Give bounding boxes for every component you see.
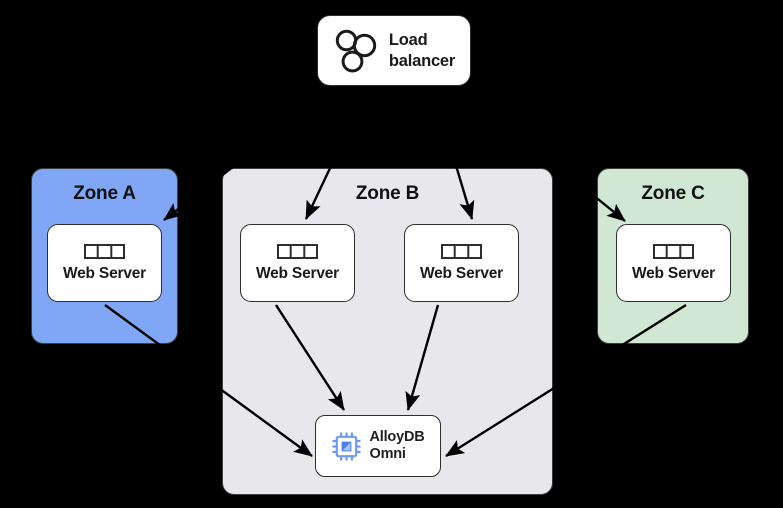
cpu-chip-icon xyxy=(332,432,360,460)
alloydb-omni-label-line2: Omni xyxy=(369,446,406,462)
load-balancer-label: Load balancer xyxy=(389,30,455,70)
web-server-label: Web Server xyxy=(419,264,503,282)
load-balancer-label-line1: Load xyxy=(388,31,428,50)
web-server-label: Web Server xyxy=(631,264,715,282)
web-server-label: Web Server xyxy=(255,264,339,282)
web-server-label: Web Server xyxy=(62,264,146,282)
zone-label-zone-b: Zone B xyxy=(355,183,420,204)
web-server-node-zone-b-1[interactable]: Web Server xyxy=(240,224,355,302)
alloydb-omni-label-line1: AlloyDB xyxy=(369,428,425,445)
web-server-node-zone-b-2[interactable]: Web Server xyxy=(404,224,519,302)
server-rack-icon xyxy=(83,243,125,259)
web-server-node-zone-a[interactable]: Web Server xyxy=(47,224,162,302)
server-rack-icon xyxy=(652,243,694,259)
alloydb-omni-node[interactable]: AlloyDB Omni xyxy=(315,415,441,477)
zone-label-zone-a: Zone A xyxy=(73,183,136,204)
zone-label-zone-c: Zone C xyxy=(641,183,705,204)
server-rack-icon xyxy=(276,243,318,259)
load-balancer-node[interactable]: Load balancer xyxy=(317,15,471,86)
load-balancer-circles-icon xyxy=(335,29,377,73)
server-rack-icon xyxy=(440,243,482,259)
web-server-node-zone-c[interactable]: Web Server xyxy=(616,224,731,302)
alloydb-omni-label: AlloyDB Omni xyxy=(370,429,425,463)
load-balancer-label-line2: balancer xyxy=(388,51,456,70)
